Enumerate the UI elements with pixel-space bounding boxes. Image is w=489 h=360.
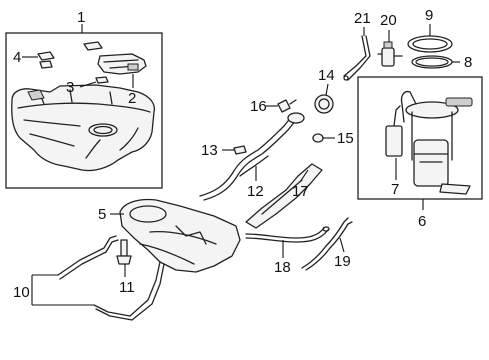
pump-seal (411, 55, 453, 69)
fuel-tank-straps (57, 235, 165, 321)
fuel-pump-module (400, 90, 473, 195)
callout-12: 12 (247, 183, 264, 200)
filler-door-spring (277, 99, 297, 113)
callout-11: 11 (119, 279, 135, 296)
callout-4: 4 (13, 49, 21, 66)
callout-2: 2 (128, 90, 136, 107)
fuel-level-sensor (385, 105, 403, 157)
vapor-hose (245, 226, 330, 243)
callout-5: 5 (98, 206, 106, 223)
callout-14: 14 (318, 67, 335, 84)
callout-9: 9 (425, 7, 433, 24)
callout-8: 8 (464, 54, 472, 71)
fuel-tank-shield (119, 198, 241, 273)
leader-lines (22, 24, 460, 306)
callout-3: 3 (66, 79, 74, 96)
callout-labels: 1 2 3 4 5 6 7 8 9 10 11 12 13 14 15 16 1… (13, 7, 472, 301)
filler-pipe-grommet (233, 145, 247, 155)
filler-bracket (343, 35, 371, 81)
fuel-tank-group-box (5, 32, 163, 189)
strap-bolt (116, 239, 132, 265)
fuel-return-hose (301, 217, 353, 271)
callout-21: 21 (354, 10, 371, 27)
callout-18: 18 (274, 259, 291, 276)
vent-bracket (245, 163, 323, 229)
pressure-sensor (377, 41, 403, 67)
callout-16: 16 (250, 98, 267, 115)
callout-7: 7 (391, 181, 399, 198)
callout-1: 1 (77, 9, 85, 26)
fuel-cap-seal (312, 133, 324, 143)
fuel-pump-group-box (357, 76, 483, 200)
lock-ring (407, 35, 453, 53)
callout-19: 19 (334, 253, 351, 270)
filler-housing (314, 94, 334, 114)
tank-insulator-pads (37, 41, 109, 84)
callout-10: 10 (13, 284, 30, 301)
callout-20: 20 (380, 12, 397, 29)
callout-15: 15 (337, 130, 354, 147)
tank-heat-shield (97, 53, 147, 75)
callout-13: 13 (201, 142, 218, 159)
callout-17: 17 (292, 183, 309, 200)
fuel-tank (11, 84, 156, 172)
fuel-filler-pipe (199, 112, 305, 201)
callout-6: 6 (418, 213, 426, 230)
